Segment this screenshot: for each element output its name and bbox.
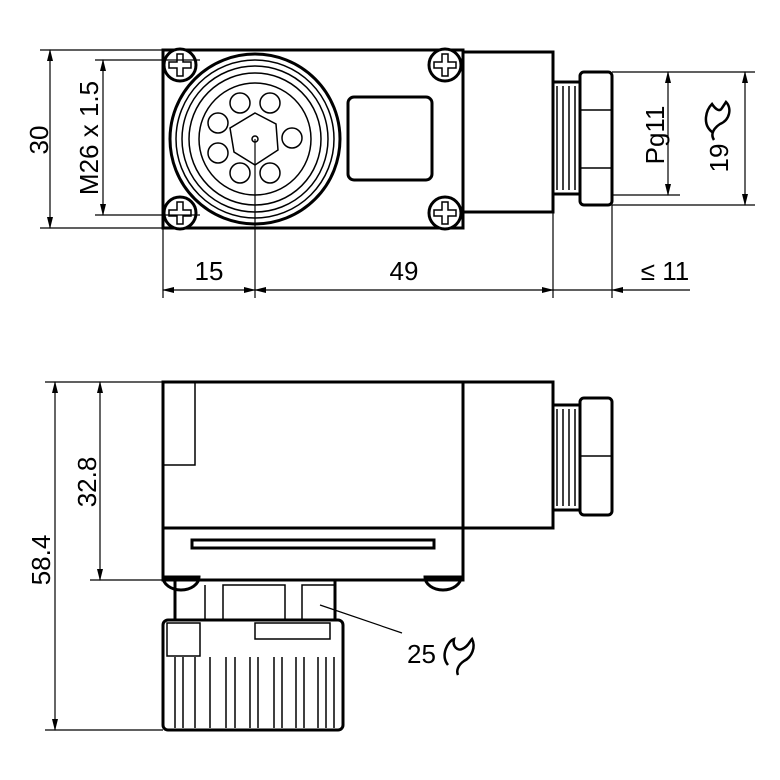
side-extension: [461, 380, 555, 530]
screws: [162, 47, 463, 231]
dim-length-label: 49: [390, 256, 419, 286]
connector-stem: [173, 578, 337, 622]
side-view: 58.4 32.8 25: [26, 380, 614, 732]
wrench-leader: [319, 604, 403, 634]
wrench-icon: [443, 636, 475, 676]
label-window: [346, 95, 434, 182]
gland-nut: [578, 70, 614, 207]
knurl-lines: [174, 657, 335, 728]
side-body: [161, 380, 465, 582]
dim-wrench-25-label: 25: [407, 639, 436, 669]
dim-cable-label: ≤ 11: [641, 256, 689, 286]
housing-extension: [461, 50, 555, 214]
wrench-icon: [704, 100, 731, 141]
dim-thread-label: M26 x 1.5: [74, 81, 104, 195]
knurled-cap: [161, 618, 345, 732]
dim-left-label: 15: [195, 256, 224, 286]
dim-gland-label: Pg11: [640, 106, 670, 165]
foot-right: [423, 575, 463, 592]
top-view: 30 M26 x 1.5 15 49 ≤ 11 Pg11 19: [24, 47, 755, 298]
dim-wrench-label: 19: [704, 144, 734, 173]
dim-total-height-label: 58.4: [26, 535, 56, 586]
dim-height-label: 30: [24, 126, 54, 155]
dim-body-height-label: 32.8: [72, 457, 102, 508]
side-slot: [190, 538, 436, 550]
